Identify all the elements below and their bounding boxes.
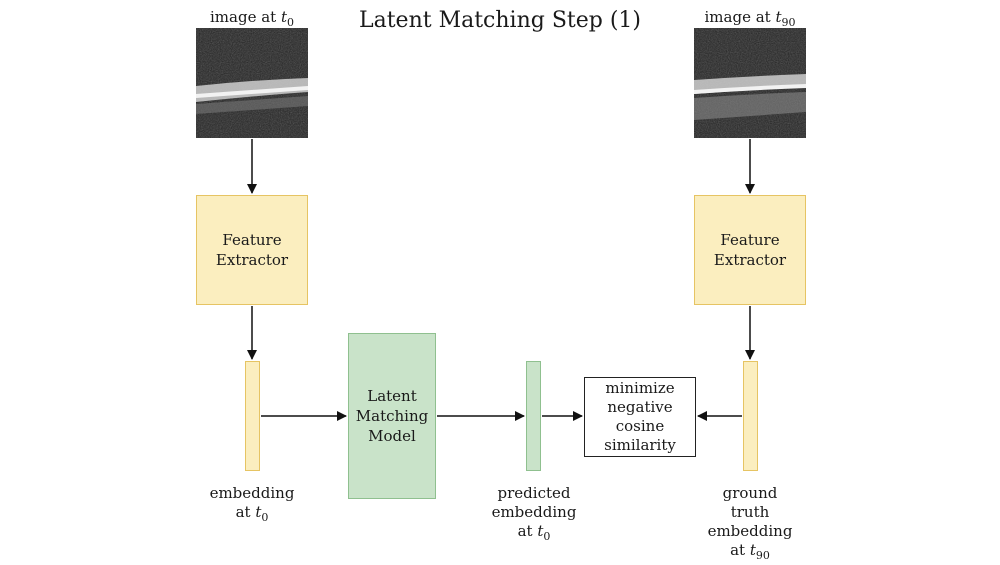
left-feature-extractor: Feature Extractor bbox=[196, 195, 308, 305]
left-embedding-line2: at bbox=[235, 503, 256, 521]
left-oct-scan bbox=[196, 28, 308, 138]
loss-line3: cosine bbox=[615, 417, 665, 435]
latent-matching-model: Latent Matching Model bbox=[348, 333, 436, 499]
left-embedding-line1: embedding bbox=[209, 484, 295, 502]
model-line3: Model bbox=[368, 427, 416, 445]
ground-truth-label: ground truth embedding at t90 bbox=[694, 484, 806, 565]
predicted-line3: at bbox=[517, 522, 538, 540]
loss-line2: negative bbox=[607, 398, 673, 416]
gt-time-var: t bbox=[749, 541, 756, 559]
predicted-embedding-label: predicted embedding at t0 bbox=[478, 484, 590, 546]
gt-line2: truth bbox=[730, 503, 770, 521]
ground-truth-embedding-bar bbox=[743, 361, 758, 471]
gt-line3: embedding bbox=[707, 522, 793, 540]
loss-line4: similarity bbox=[604, 436, 676, 454]
right-image-label: image at t90 bbox=[694, 8, 806, 32]
model-line2: Matching bbox=[355, 407, 429, 425]
left-image-time-var: t bbox=[280, 8, 287, 26]
right-image-label-text: image at bbox=[704, 8, 776, 26]
left-embedding-bar bbox=[245, 361, 260, 471]
left-extractor-line2: Extractor bbox=[215, 251, 289, 269]
predicted-time-sub: 0 bbox=[543, 530, 551, 543]
right-extractor-line1: Feature bbox=[720, 231, 780, 249]
right-oct-image bbox=[694, 28, 806, 138]
gt-time-sub: 90 bbox=[755, 549, 770, 562]
left-oct-image bbox=[196, 28, 308, 138]
loss-box: minimize negative cosine similarity bbox=[584, 377, 696, 457]
diagram-title: Latent Matching Step (1) bbox=[358, 8, 641, 33]
left-extractor-line1: Feature bbox=[222, 231, 282, 249]
predicted-line2: embedding bbox=[491, 503, 577, 521]
right-image-time-sub: 90 bbox=[781, 16, 796, 29]
gt-line4: at bbox=[730, 541, 750, 559]
loss-line1: minimize bbox=[605, 379, 675, 397]
predicted-line1: predicted bbox=[497, 484, 571, 502]
right-extractor-line2: Extractor bbox=[713, 251, 787, 269]
predicted-time-var: t bbox=[537, 522, 544, 540]
model-line1: Latent bbox=[367, 387, 417, 405]
left-image-label: image at t0 bbox=[196, 8, 308, 32]
left-image-time-sub: 0 bbox=[286, 16, 294, 29]
right-oct-scan bbox=[694, 28, 806, 138]
right-image-time-var: t bbox=[775, 8, 782, 26]
left-image-label-text: image at bbox=[210, 8, 281, 26]
left-embedding-time-var: t bbox=[255, 503, 262, 521]
left-embedding-time-sub: 0 bbox=[261, 511, 269, 524]
left-embedding-label: embedding at t0 bbox=[190, 484, 314, 527]
predicted-embedding-bar bbox=[526, 361, 541, 471]
gt-line1: ground bbox=[722, 484, 778, 502]
right-feature-extractor: Feature Extractor bbox=[694, 195, 806, 305]
